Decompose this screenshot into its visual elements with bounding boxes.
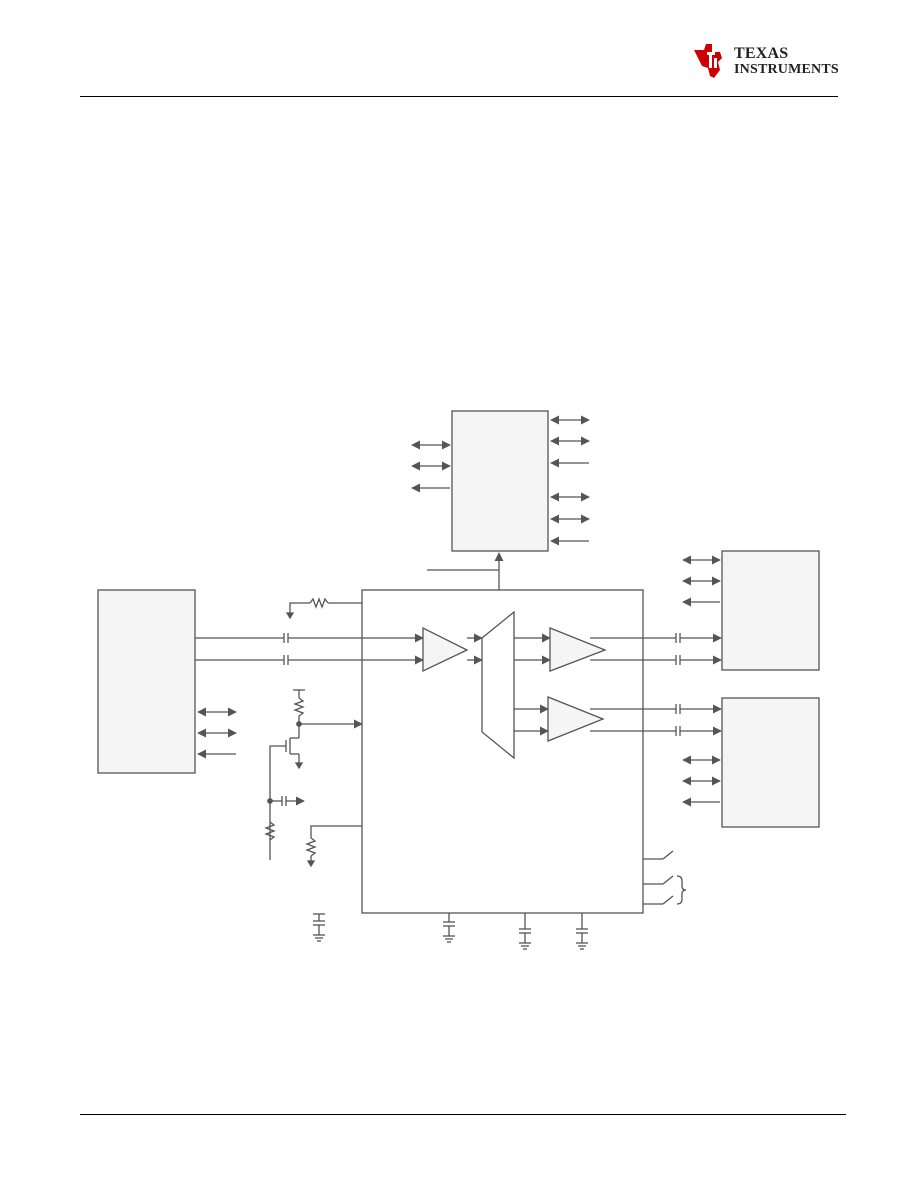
input-buffer: [422, 626, 469, 673]
pin-slash-2: [662, 875, 674, 885]
gate-resistor: [264, 821, 276, 841]
divider-resistor-top: [293, 697, 305, 717]
pulldown-resistor-2: [305, 837, 317, 857]
ti-logo-text: Texas Instruments: [734, 46, 839, 77]
logo-line-2: Instruments: [734, 62, 839, 77]
pulldown-wire-2: [310, 825, 362, 838]
footer-rule: [80, 1114, 846, 1115]
fet-gate-wire: [269, 745, 286, 860]
pin-slash-3: [662, 895, 674, 905]
demux-block: [481, 610, 515, 760]
pin-slash-1: [662, 850, 674, 860]
output-driver-2: [547, 696, 605, 742]
pulldown-resistor-1: [309, 597, 329, 609]
source-block: [97, 589, 196, 774]
pin-group-brace: [676, 875, 687, 905]
sink-block-2: [721, 697, 820, 828]
logo-line-1: Texas: [734, 45, 789, 62]
ground-arrow-3: [306, 860, 316, 868]
ti-logo: [690, 40, 840, 82]
ground-arrow-1: [285, 612, 295, 620]
pulldown-wire-1b: [289, 602, 310, 614]
output-driver-1: [549, 627, 607, 672]
header-rule: [80, 96, 838, 97]
ti-logo-mark-icon: [694, 44, 722, 78]
top-controller-block: [451, 410, 549, 552]
sink-block-1: [721, 550, 820, 671]
ground-arrow-2: [294, 762, 304, 770]
